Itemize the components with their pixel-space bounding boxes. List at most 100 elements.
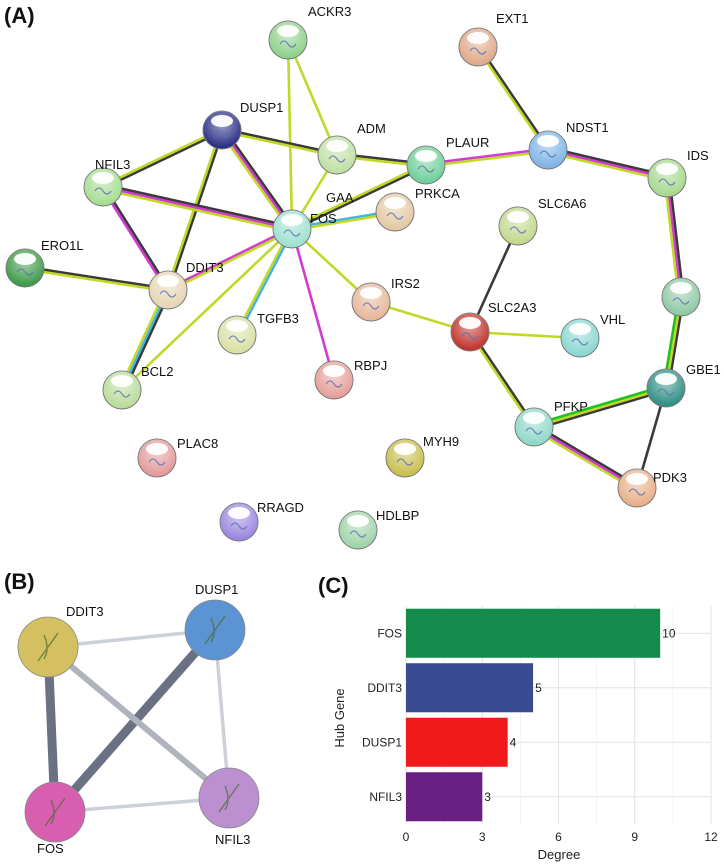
edge-line-experimental: [290, 227, 336, 382]
node-rbpj[interactable]: RBPJ: [314, 358, 387, 400]
node-bcl2[interactable]: BCL2: [102, 364, 174, 410]
edge-line-textmining: [234, 227, 293, 336]
node-highlight: [111, 375, 133, 387]
node-dusp1[interactable]: DUSP1: [202, 100, 283, 150]
edge-line-coexpression: [547, 146, 669, 177]
node-ero1l[interactable]: ERO1L: [5, 238, 84, 288]
hub-node-label: DUSP1: [195, 582, 238, 597]
node-plaur[interactable]: PLAUR: [406, 135, 489, 185]
node-ext1[interactable]: EXT1: [458, 11, 529, 67]
protein-structure-icon: [44, 797, 66, 827]
edge-ackr3-fos: [286, 38, 294, 231]
node-hdlbp[interactable]: HDLBP: [338, 508, 419, 550]
edge-line-textmining: [220, 129, 339, 158]
hub-node-label: FOS: [37, 841, 64, 856]
protein-structure-icon: [228, 335, 246, 343]
node-irs2[interactable]: IRS2: [351, 276, 420, 322]
panel-b-letter: (B): [4, 569, 35, 594]
node-pfkp[interactable]: PFKP: [514, 399, 588, 447]
edge-line-coexpression: [102, 129, 224, 190]
node-gbe1[interactable]: GBE1: [646, 362, 721, 408]
node-fos[interactable]: FOS: [272, 209, 337, 249]
node-highlight: [626, 473, 648, 485]
node-adm[interactable]: ADM: [317, 121, 386, 175]
node-label: IRS2: [391, 276, 420, 291]
edge-line-coexpression: [102, 185, 171, 291]
edge-line-coexpression: [533, 389, 668, 431]
hub-node-label: NFIL3: [215, 832, 250, 847]
protein-structure-icon: [539, 150, 557, 158]
edge-ndst1-ids: [546, 146, 669, 182]
hub-node-dusp1[interactable]: DUSP1: [184, 582, 246, 661]
edge-line-coexpression: [291, 164, 428, 232]
protein-structure-icon: [148, 458, 166, 466]
protein-structure-icon: [213, 130, 231, 138]
node-nfil3[interactable]: NFIL3: [83, 157, 130, 207]
edge-line-textmining: [531, 427, 638, 492]
node-label: NDST1: [566, 120, 609, 135]
bar-dusp1: [406, 717, 508, 767]
edge-dusp1-adm: [220, 127, 339, 158]
node-slc2a3[interactable]: SLC2A3: [450, 300, 536, 352]
node-gaa[interactable]: GAA: [326, 190, 354, 205]
bar-ddit3: [406, 663, 534, 713]
protein-structure-icon: [396, 458, 414, 466]
node-myh9[interactable]: MYH9: [385, 434, 459, 478]
x-tick-label: 9: [631, 830, 638, 844]
node-ddit3[interactable]: DDIT3: [148, 260, 224, 310]
node-label: SLC2A3: [488, 300, 536, 315]
bar-nfil3: [406, 772, 483, 822]
x-axis-title: Degree: [538, 847, 581, 862]
node-unlab[interactable]: [661, 277, 701, 317]
node-label: RBPJ: [354, 358, 387, 373]
edge-line-textmining: [218, 130, 292, 232]
node-label: PRKCA: [415, 186, 460, 201]
protein-structure-icon: [113, 390, 131, 398]
node-label: RRAGD: [257, 500, 304, 515]
hub-node-ddit3[interactable]: DDIT3: [17, 604, 104, 678]
edge-line-textmining: [286, 38, 294, 231]
node-plac8[interactable]: PLAC8: [137, 436, 218, 478]
protein-structure-icon: [204, 615, 226, 645]
node-ndst1[interactable]: NDST1: [528, 120, 609, 170]
protein-structure-icon: [159, 290, 177, 298]
node-ids[interactable]: IDS: [647, 148, 709, 198]
protein-structure-icon: [328, 155, 346, 163]
node-label: BCL2: [141, 364, 174, 379]
edge-ddit3-nfil3: [46, 644, 231, 801]
hub-node-fos[interactable]: FOS: [24, 781, 86, 856]
protein-structure-icon: [218, 783, 240, 813]
node-highlight: [92, 172, 114, 184]
hub-node-nfil3[interactable]: NFIL3: [198, 767, 260, 847]
edge-line-textmining: [475, 46, 549, 152]
edge-line-textmining: [167, 228, 294, 293]
node-slc6a6[interactable]: SLC6A6: [498, 196, 586, 246]
edge-line-coexpression: [668, 176, 685, 299]
node-rragd[interactable]: RRAGD: [219, 500, 304, 542]
node-highlight: [523, 412, 545, 424]
edge-line-experimental: [100, 186, 169, 292]
edge-line-textmining: [546, 151, 668, 182]
node-highlight: [384, 197, 406, 209]
node-highlight: [360, 287, 382, 299]
node-vhl[interactable]: VHL: [560, 312, 625, 358]
edge-line-experimental: [424, 147, 550, 166]
protein-structure-icon: [37, 632, 59, 662]
edge-plaur-ndst1: [424, 147, 550, 168]
protein-structure-icon: [461, 332, 479, 340]
node-label: MYH9: [423, 434, 459, 449]
node-ackr3[interactable]: ACKR3: [268, 4, 351, 60]
protein-structure-icon: [279, 40, 297, 48]
edge-ids-unlab: [663, 176, 685, 299]
protein-structure-icon: [628, 488, 646, 496]
y-tick-label: FOS: [377, 626, 402, 640]
y-tick-label: DUSP1: [362, 735, 402, 749]
edge-line-experimental: [532, 425, 639, 490]
node-tgfb3[interactable]: TGFB3: [217, 311, 299, 355]
node-label: TGFB3: [257, 311, 299, 326]
node-pdk3[interactable]: PDK3: [617, 468, 687, 508]
protein-structure-icon: [283, 229, 301, 237]
node-prkca[interactable]: PRKCA: [375, 186, 460, 232]
protein-structure-icon: [525, 427, 543, 435]
